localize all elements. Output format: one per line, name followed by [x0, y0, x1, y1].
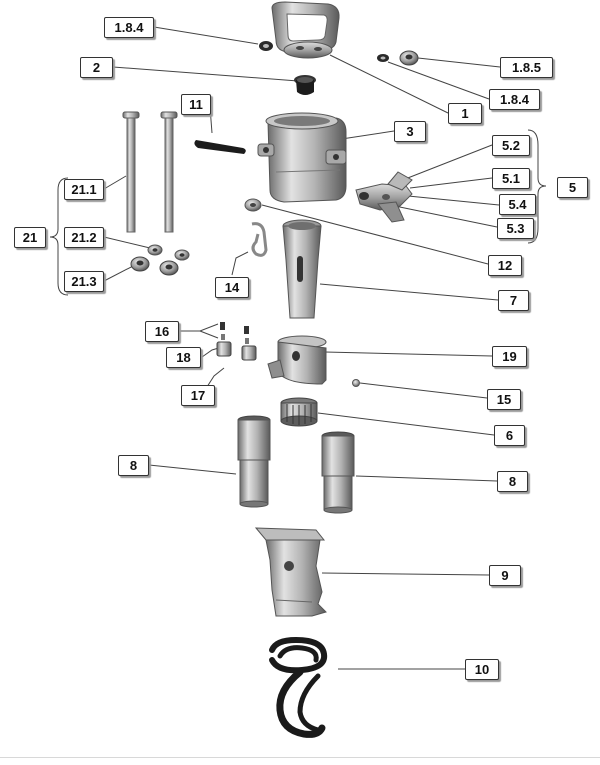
callout-12: 12	[488, 255, 522, 276]
part-18-springs	[221, 334, 249, 344]
leader-21-1	[103, 175, 127, 190]
part-2-valve	[294, 75, 316, 95]
callout-5-4: 5.4	[499, 194, 536, 215]
leader-16b	[199, 330, 219, 339]
leader-19	[324, 351, 493, 357]
callout-5-1: 5.1	[492, 168, 530, 189]
callout-8-left: 8	[118, 455, 149, 476]
part-7-shaft	[282, 219, 322, 319]
callout-11: 11	[181, 94, 211, 115]
leader-12	[261, 204, 489, 265]
part-21-3-nuts	[130, 256, 179, 276]
callout-10: 10	[465, 659, 499, 680]
leader-6	[317, 412, 495, 436]
leader-7	[319, 283, 499, 301]
part-8-sleeve-right	[321, 431, 355, 514]
leader-9	[321, 572, 490, 576]
part-21-2-washers	[147, 244, 190, 261]
leader-5-1	[409, 177, 493, 189]
leader-1-8-4-top	[153, 26, 259, 45]
callout-5-2: 5.2	[492, 135, 530, 156]
callout-1: 1	[448, 103, 482, 124]
leader-1-8-4-right	[387, 61, 490, 100]
part-19-cylinder-head	[267, 335, 327, 385]
part-16-pins	[220, 322, 249, 334]
bracket-5	[527, 129, 547, 244]
callout-8-right: 8	[497, 471, 528, 492]
part-1-8-4-washer-top	[259, 41, 273, 51]
part-14-clip	[251, 222, 268, 257]
leader-5-4	[397, 194, 500, 206]
part-6-bearing	[280, 397, 318, 427]
part-5-trigger-assembly	[355, 171, 413, 223]
callout-3: 3	[394, 121, 426, 142]
part-12-washer	[244, 198, 262, 212]
callout-9: 9	[489, 565, 521, 586]
callout-18: 18	[166, 347, 201, 368]
part-15-ball	[352, 379, 360, 387]
callout-6: 6	[494, 425, 525, 446]
part-1-8-4-washer-right	[377, 54, 389, 62]
part-10-hose	[269, 636, 328, 738]
part-17-blocks	[216, 341, 257, 361]
bottom-divider	[0, 757, 600, 758]
part-1-handle	[271, 1, 340, 59]
part-11-strip	[194, 140, 246, 154]
callout-5-3: 5.3	[497, 218, 534, 239]
leader-8-left	[148, 464, 237, 475]
callout-21-2: 21.2	[64, 227, 104, 248]
callout-16: 16	[145, 321, 179, 342]
callout-15: 15	[487, 389, 521, 410]
callout-21-3: 21.3	[64, 271, 104, 292]
leader-15	[359, 382, 488, 399]
callout-1-8-4-top: 1.8.4	[104, 17, 154, 38]
callout-21: 21	[14, 227, 46, 248]
leader-21-3	[103, 264, 136, 282]
part-8-sleeve-left	[237, 415, 271, 508]
leader-14	[231, 251, 249, 276]
callout-7: 7	[498, 290, 529, 311]
callout-5: 5	[557, 177, 588, 198]
part-21-1-bolts	[122, 111, 178, 233]
part-1-8-5-nut	[399, 50, 419, 66]
callout-19: 19	[492, 346, 527, 367]
callout-2: 2	[80, 57, 113, 78]
callout-21-1: 21.1	[64, 179, 104, 200]
leader-16	[179, 323, 219, 332]
callout-17: 17	[181, 385, 215, 406]
part-3-housing	[257, 112, 347, 203]
leader-2	[112, 66, 299, 82]
leader-5-2	[394, 144, 493, 184]
callout-1-8-5: 1.8.5	[500, 57, 553, 78]
leader-5-3	[389, 204, 498, 228]
part-9-front-cylinder	[254, 527, 327, 617]
bracket-21	[49, 177, 69, 296]
leader-1	[329, 54, 449, 114]
callout-14: 14	[215, 277, 249, 298]
leader-8-right	[355, 475, 498, 482]
leader-21-2	[103, 236, 151, 249]
leader-1-8-5	[417, 57, 501, 68]
callout-1-8-4-right: 1.8.4	[489, 89, 540, 110]
